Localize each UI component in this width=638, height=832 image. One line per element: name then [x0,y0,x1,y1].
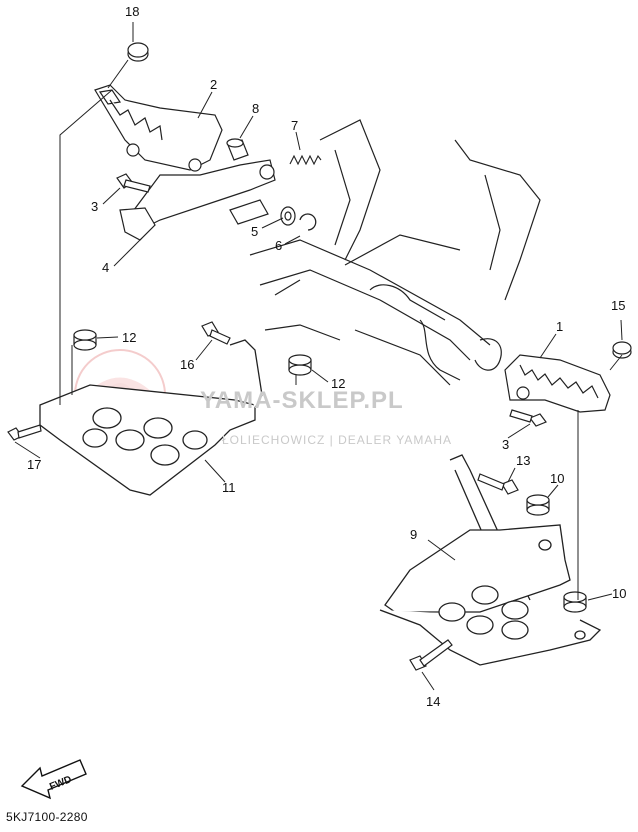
part-9-right-plate [379,454,602,666]
callout-1: 1 [556,319,563,334]
callout-13: 13 [516,453,530,468]
callout-7: 7 [291,118,298,133]
callout-16: 16 [180,357,194,372]
part-17-bolt [7,424,42,441]
part-16-bolt [201,321,231,345]
callout-labels: 18 2 8 7 3 5 6 4 12 16 12 1 15 3 17 11 1… [27,4,626,709]
part-12-grommet-right [288,354,312,376]
document-code: 5KJ7100-2280 [6,810,88,824]
assembly-guide-lines [59,59,623,600]
callout-8: 8 [252,101,259,116]
part-6-clip [299,213,317,231]
watermark-main-text: YAMA-SKLEP.PL [200,387,404,414]
part-7-spring [289,154,322,166]
callout-10-lower: 10 [612,586,626,601]
callout-15: 15 [611,298,625,313]
part-11-left-plate [39,339,263,496]
part-5-bushing [229,199,296,226]
frame-outline [249,119,541,386]
callout-6: 6 [275,238,282,253]
watermark-sub-text: ŁOLIECHOWICZ | DEALER YAMAHA [222,433,452,447]
callout-14: 14 [426,694,440,709]
part-13-bolt [477,473,519,495]
callout-17: 17 [27,457,41,472]
callout-3-upper: 3 [91,199,98,214]
fwd-arrow-icon: FWD [20,759,87,800]
part-12-grommet-left [73,329,97,351]
part-2-left-bracket [94,84,276,241]
part-3-bolt-lower [509,409,547,427]
part-8-collar [226,138,249,161]
part-1-right-footrest [504,354,611,413]
callout-12-right: 12 [331,376,345,391]
callout-18: 18 [125,4,139,19]
part-10-grommet-upper [526,494,550,516]
callout-4: 4 [102,260,109,275]
callout-3-lower: 3 [502,437,509,452]
callout-9: 9 [410,527,417,542]
part-3-bolt-upper [116,173,151,193]
part-15-nut [612,341,632,359]
callout-12-left: 12 [122,330,136,345]
part-14-bolt [409,639,453,671]
part-10-grommet-lower [563,591,587,613]
leader-lines [14,22,623,691]
callout-10-upper: 10 [550,471,564,486]
callout-2: 2 [210,77,217,92]
part-18-nut [127,42,149,62]
callout-11: 11 [222,480,236,495]
callout-5: 5 [251,224,258,239]
